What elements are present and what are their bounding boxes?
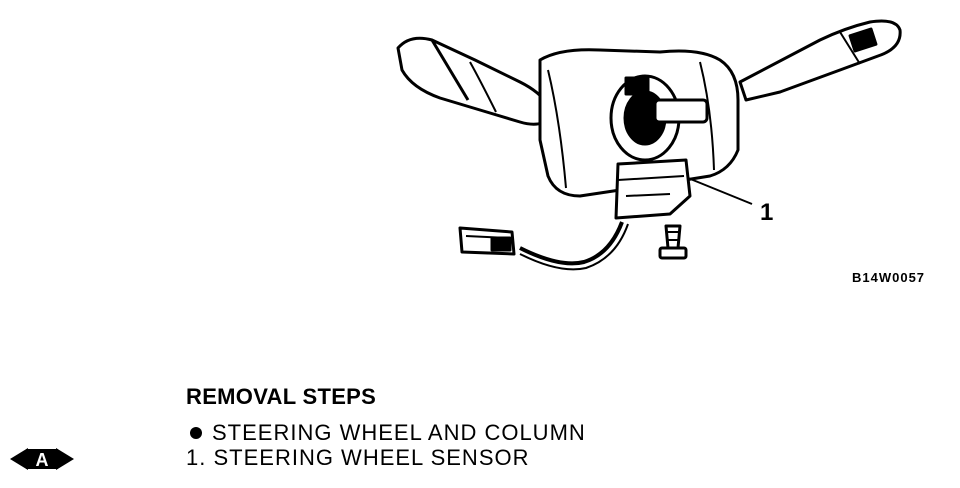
steering-wheel-sensor [614, 158, 692, 220]
step-text: STEERING WHEEL AND COLUMN [212, 420, 586, 445]
bullet-icon [190, 427, 202, 440]
right-lever [738, 19, 902, 102]
harness-wire [519, 221, 624, 266]
step-text: STEERING WHEEL SENSOR [213, 445, 530, 470]
removal-marker-a-icon: A [10, 448, 74, 470]
screw [664, 224, 682, 250]
removal-steps-heading: REMOVAL STEPS [186, 384, 377, 409]
removal-step-item: STEERING WHEEL AND COLUMN [186, 420, 586, 446]
removal-step-item: 1. STEERING WHEEL SENSOR [186, 445, 530, 471]
left-lever [396, 36, 552, 126]
figure-id: B14W0057 [852, 270, 926, 285]
side-marker-letter: A [36, 450, 49, 470]
step-number: 1. [186, 445, 207, 470]
steering-column-switch-illustration [396, 19, 902, 271]
callout-number: 1 [760, 199, 774, 226]
